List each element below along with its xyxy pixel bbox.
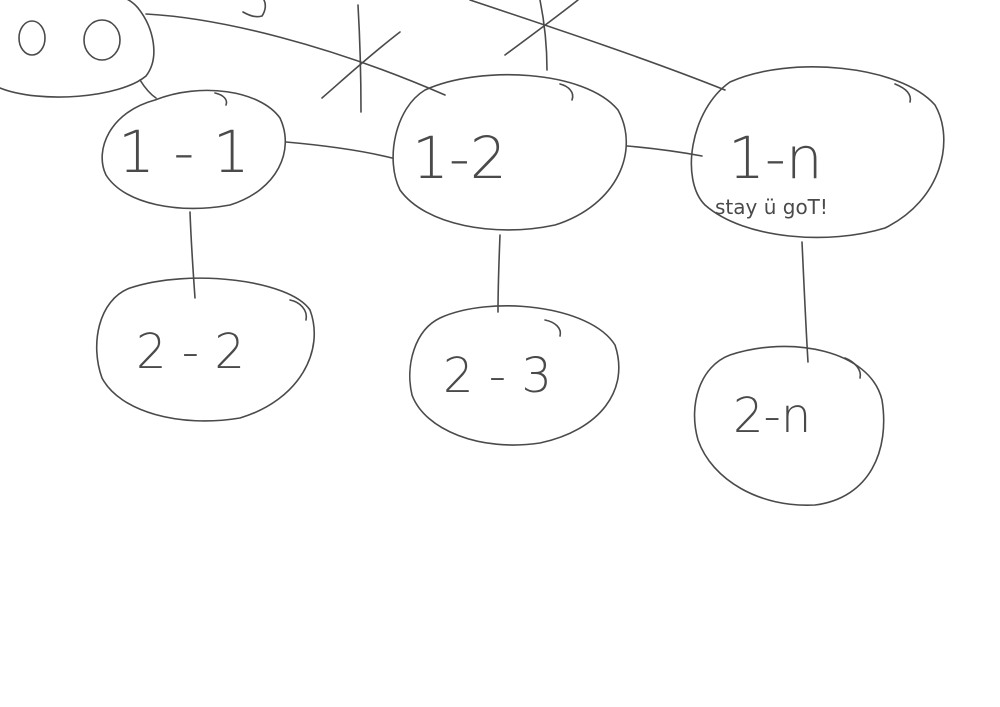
glyph-o [83, 19, 121, 61]
node-outline [693, 345, 885, 506]
edge-1-2-to-1-n [626, 145, 703, 157]
glyph-o [18, 20, 46, 56]
edges [139, 0, 809, 363]
node-label: 1-n [728, 124, 823, 192]
node-outline [409, 305, 620, 446]
node-outline [690, 66, 945, 239]
edge-top-to-1-n [469, 0, 726, 91]
node-label: 2-n [733, 388, 811, 444]
edge-1-2-to-2-3 [497, 234, 501, 313]
node-label: 1 - 1 [118, 118, 250, 186]
node-outline [392, 73, 627, 231]
node-outline [101, 89, 287, 210]
cross-mark [504, 0, 579, 56]
edge-top-to-1-2 [145, 13, 446, 96]
node-label: 1-2 [412, 124, 507, 192]
node-label: 2 - 2 [136, 324, 245, 380]
arrow-mark [242, 0, 267, 18]
node-2-n: 2-n [693, 345, 885, 506]
node-note: stay ü goT! [715, 195, 828, 219]
node-partial-top-left [0, 0, 155, 98]
node-2-3: 2 - 3 [409, 305, 620, 446]
node-outline [0, 0, 155, 98]
edge-top-to-1-1 [139, 79, 157, 99]
node-1-1: 1 - 1 [101, 89, 287, 210]
edge-1-1-to-2-2 [189, 211, 196, 299]
cross-mark [321, 31, 401, 99]
node-2-2: 2 - 2 [95, 277, 315, 422]
node-1-2: 1-2 [392, 73, 627, 231]
edge-1-1-to-1-2 [285, 141, 393, 159]
node-outline [95, 277, 315, 422]
node-1-n: 1-n stay ü goT! [690, 66, 945, 239]
edge-1-n-to-2-n [801, 241, 809, 363]
node-label: 2 - 3 [443, 348, 552, 404]
cross-mark [357, 4, 362, 113]
cross-mark [539, 0, 548, 71]
